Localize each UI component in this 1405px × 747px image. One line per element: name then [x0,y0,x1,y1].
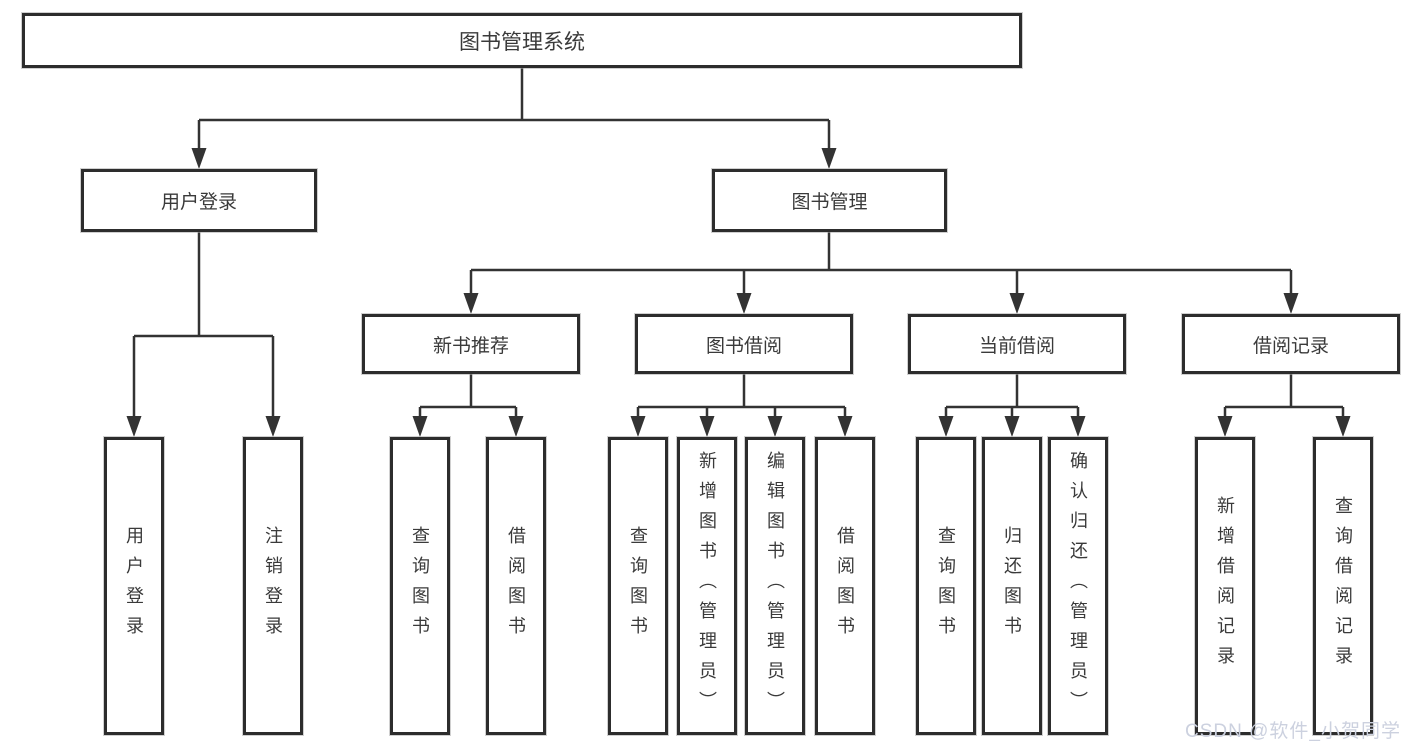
node-label: 查询图书 [628,526,648,646]
node-label: 编辑图书（管理员） [765,451,785,721]
leaf-borrow-books-borrow: 借阅图书 [815,437,875,735]
node-current-borrowing: 当前借阅 [908,314,1126,374]
leaf-confirm-return-admin: 确认归还（管理员） [1048,437,1108,735]
node-label: 用户登录 [160,192,237,213]
node-new-book-recommend: 新书推荐 [362,314,580,374]
node-label: 归还图书 [1002,526,1022,646]
leaf-query-books-current: 查询图书 [916,437,976,735]
node-label: 确认归还（管理员） [1068,451,1088,721]
leaf-return-book: 归还图书 [982,437,1042,735]
node-label: 借阅图书 [835,526,855,646]
node-label: 查询借阅记录 [1333,496,1353,676]
csdn-watermark: CSDN @软件_小贺同学 [1185,721,1401,742]
node-label: 新增图书（管理员） [697,451,717,721]
leaf-borrow-books-recommend: 借阅图书 [486,437,546,735]
leaf-add-borrow-record: 新增借阅记录 [1195,437,1255,735]
leaf-edit-book-admin: 编辑图书（管理员） [745,437,805,735]
node-label: 借阅图书 [506,526,526,646]
leaf-query-books-recommend: 查询图书 [390,437,450,735]
node-label: 当前借阅 [978,335,1055,357]
tree-edges [132,68,1345,418]
node-label: 新增借阅记录 [1215,496,1235,676]
leaf-add-book-admin: 新增图书（管理员） [677,437,737,735]
node-label: 用户登录 [124,526,144,646]
leaf-user-login: 用户登录 [104,437,164,735]
node-borrowing-records: 借阅记录 [1182,314,1400,374]
leaf-logout: 注销登录 [243,437,303,735]
node-label: 新书推荐 [432,335,509,357]
node-book-borrowing: 图书借阅 [635,314,853,374]
node-label: 图书借阅 [705,335,782,357]
node-library-management-system: 图书管理系统 [22,13,1022,68]
node-book-management: 图书管理 [712,169,947,232]
node-label: 查询图书 [410,526,430,646]
node-label: 查询图书 [936,526,956,646]
node-label: 借阅记录 [1252,335,1329,357]
node-label: 图书管理系统 [459,30,585,54]
leaf-query-borrow-record: 查询借阅记录 [1313,437,1373,735]
node-label: 注销登录 [263,526,283,646]
node-label: 图书管理 [791,192,868,213]
node-user-login: 用户登录 [81,169,317,232]
leaf-query-books-borrow: 查询图书 [608,437,668,735]
